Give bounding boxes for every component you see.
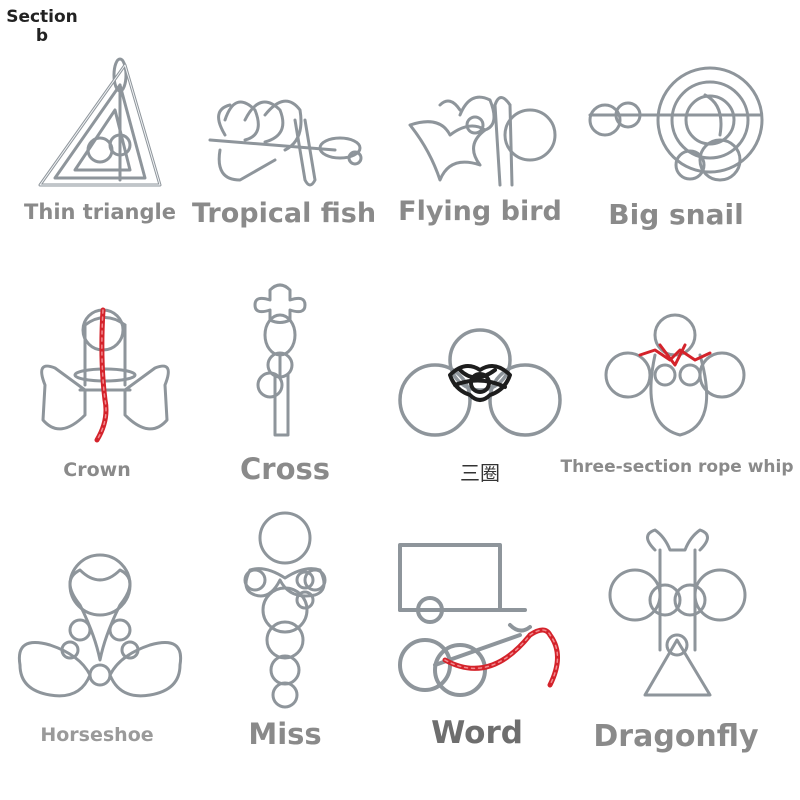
horseshoe-puzzle-icon bbox=[17, 553, 183, 698]
tropical-fish-puzzle-icon bbox=[208, 99, 363, 187]
section-label: Section b bbox=[6, 7, 78, 46]
puzzle-label-miss: Miss bbox=[248, 717, 322, 751]
thin-triangle-puzzle-icon bbox=[38, 57, 162, 187]
flying-bird-puzzle-icon bbox=[408, 95, 557, 187]
puzzle-label-word: Word bbox=[431, 715, 523, 751]
three-rings-puzzle-icon bbox=[398, 328, 562, 437]
puzzle-label-dragonfly: Dragonfly bbox=[593, 719, 759, 754]
three-section-rope-whip-puzzle-icon bbox=[604, 313, 746, 437]
puzzle-label-crown: Crown bbox=[63, 459, 131, 481]
puzzle-label-big-snail: Big snail bbox=[608, 198, 744, 231]
puzzle-label-cross: Cross bbox=[239, 452, 331, 486]
puzzle-label-thin-triangle: Thin triangle bbox=[24, 200, 176, 224]
miss-puzzle-icon bbox=[243, 511, 327, 709]
word-puzzle-icon bbox=[398, 543, 560, 697]
cross-puzzle-icon bbox=[253, 283, 307, 437]
crown-puzzle-icon bbox=[40, 307, 170, 443]
dragonfly-puzzle-icon bbox=[608, 528, 747, 697]
puzzle-label-three-rings: 三圈 bbox=[460, 461, 500, 485]
puzzle-label-flying-bird: Flying bird bbox=[398, 196, 562, 227]
big-snail-puzzle-icon bbox=[588, 66, 764, 182]
puzzle-label-horseshoe: Horseshoe bbox=[40, 724, 154, 746]
puzzle-label-three-section-rope-whip: Three-section rope whip bbox=[560, 457, 794, 477]
puzzle-label-tropical-fish: Tropical fish bbox=[191, 198, 377, 229]
